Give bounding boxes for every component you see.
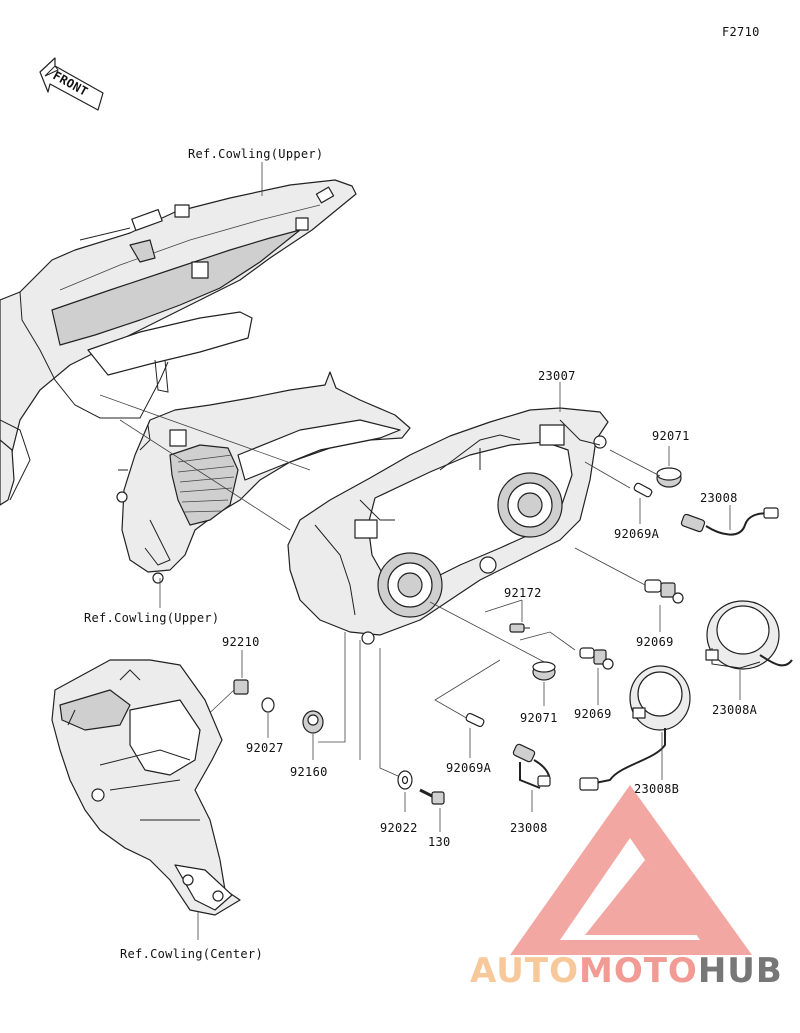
part-23008B: 23008B [634,782,679,796]
part-92069-lower: 92069 [574,707,612,721]
part-92022: 92022 [380,821,418,835]
part-92172: 92172 [504,586,542,600]
cap-23008A [705,600,793,670]
part-92210: 92210 [222,635,260,649]
grommet-92071-lower [532,661,556,681]
damper-92160 [302,710,324,734]
front-arrow-icon: FRONT [39,57,104,111]
collar-92027 [261,697,275,713]
part-92027: 92027 [246,741,284,755]
part-23008A: 23008A [712,703,758,717]
watermark-hub: HUB [698,951,783,991]
grommet-92071-top [656,467,682,488]
part-23007: 23007 [538,369,576,383]
watermark-text: AUTOMOTOHUB [470,951,783,991]
headlight-housing-23007 [287,407,609,645]
bolt-130 [419,788,445,805]
screw-92172 [509,623,530,633]
center-cowling-illustration [51,659,241,916]
bulb-92069-upper [644,579,684,604]
socket-23008-lower [512,743,551,789]
part-92069A-lower: 92069A [446,761,492,775]
watermark-logo [510,785,752,955]
part-92069A-top: 92069A [614,527,660,541]
ref-cowling-upper-mid: Ref.Cowling(Upper) [84,611,219,625]
part-92071-top: 92071 [652,429,690,443]
socket-23008-top [680,507,779,536]
inner-cowling-illustration [116,371,411,584]
part-92160: 92160 [290,765,328,779]
figure-code: F2710 [722,25,760,39]
clip-92210 [233,679,249,695]
ref-cowling-upper-top: Ref.Cowling(Upper) [188,147,323,161]
watermark-inner-triangle-icon [585,860,700,935]
part-23008-lower: 23008 [510,821,548,835]
bulb-92069A-lower [465,712,485,728]
part-92069-upper: 92069 [636,635,674,649]
bulb-92069A-top [633,482,653,498]
washer-92022 [397,770,413,790]
watermark-moto: MOTO [579,951,698,991]
ref-cowling-center: Ref.Cowling(Center) [120,947,263,961]
part-130: 130 [428,835,451,849]
cap-23008B [579,665,691,791]
upper-cowling-illustration [0,179,357,506]
bulb-92069-lower [579,647,614,670]
part-92071-lower: 92071 [520,711,558,725]
part-23008-top: 23008 [700,491,738,505]
watermark-auto: AUTO [470,951,579,991]
